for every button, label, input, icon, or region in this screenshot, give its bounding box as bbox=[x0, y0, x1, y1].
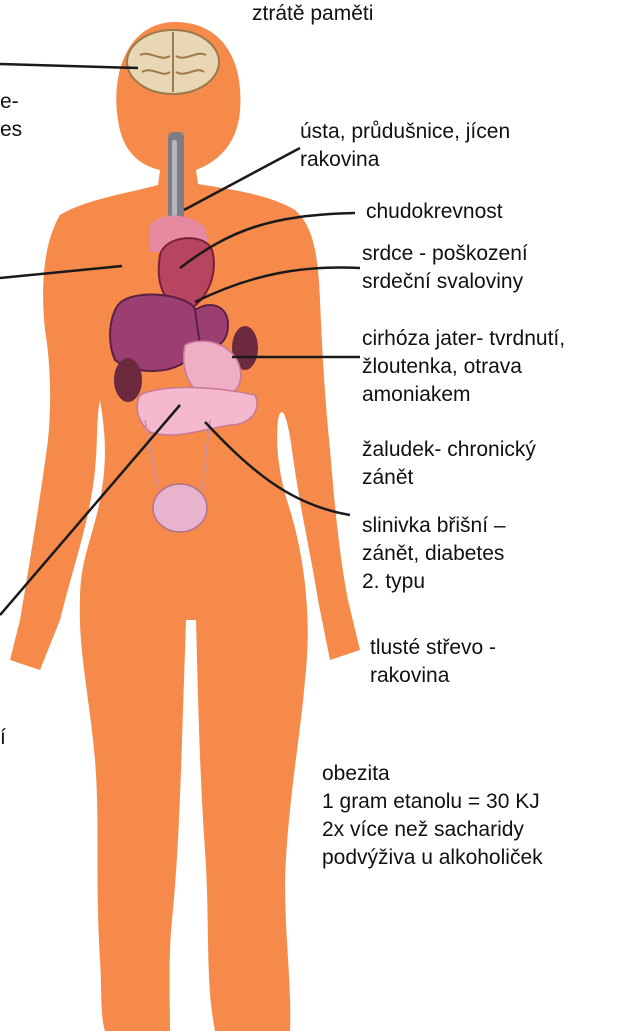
label-pancreas-line-3: 2. typu bbox=[362, 568, 506, 596]
label-liver: cirhóza jater- tvrdnutí, žloutenka, otra… bbox=[362, 325, 565, 409]
label-stomach-line-2: zánět bbox=[362, 464, 536, 492]
label-obesity: obezita 1 gram etanolu = 30 KJ 2x více n… bbox=[322, 760, 543, 872]
label-brain: ztrátě paměti bbox=[252, 0, 373, 28]
label-left-cut-1: e- bbox=[0, 88, 19, 116]
label-heart-line-1: srdce - poškození bbox=[362, 240, 528, 268]
label-left-cut-3: í bbox=[0, 724, 6, 752]
label-mouth: ústa, průdušnice, jícen rakovina bbox=[300, 118, 510, 174]
label-stomach-line-1: žaludek- chronický bbox=[362, 436, 536, 464]
label-heart-line-2: srdeční svaloviny bbox=[362, 268, 528, 296]
label-colon-line-2: rakovina bbox=[370, 662, 496, 690]
label-colon: tlusté střevo - rakovina bbox=[370, 634, 496, 690]
label-obesity-line-4: podvýživa u alkoholiček bbox=[322, 844, 543, 872]
label-colon-line-1: tlusté střevo - bbox=[370, 634, 496, 662]
label-mouth-line-1: ústa, průdušnice, jícen bbox=[300, 118, 510, 146]
label-obesity-line-1: obezita bbox=[322, 760, 543, 788]
leader-brain bbox=[0, 64, 138, 68]
label-stomach: žaludek- chronický zánět bbox=[362, 436, 536, 492]
label-liver-line-2: žloutenka, otrava bbox=[362, 353, 565, 381]
trachea-highlight bbox=[172, 140, 177, 216]
label-pancreas: slinivka břišní – zánět, diabetes 2. typ… bbox=[362, 512, 506, 596]
bladder-organ bbox=[153, 484, 207, 532]
label-liver-line-1: cirhóza jater- tvrdnutí, bbox=[362, 325, 565, 353]
label-obesity-line-3: 2x více než sacharidy bbox=[322, 816, 543, 844]
label-anemia: chudokrevnost bbox=[366, 198, 503, 226]
label-pancreas-line-2: zánět, diabetes bbox=[362, 540, 506, 568]
brain-organ bbox=[127, 30, 219, 94]
label-heart: srdce - poškození srdeční svaloviny bbox=[362, 240, 528, 296]
label-obesity-line-2: 1 gram etanolu = 30 KJ bbox=[322, 788, 543, 816]
kidney-left-organ bbox=[114, 358, 142, 402]
label-pancreas-line-1: slinivka břišní – bbox=[362, 512, 506, 540]
label-left-cut-2: es bbox=[0, 116, 22, 144]
label-liver-line-3: amoniakem bbox=[362, 381, 565, 409]
label-mouth-line-2: rakovina bbox=[300, 146, 510, 174]
